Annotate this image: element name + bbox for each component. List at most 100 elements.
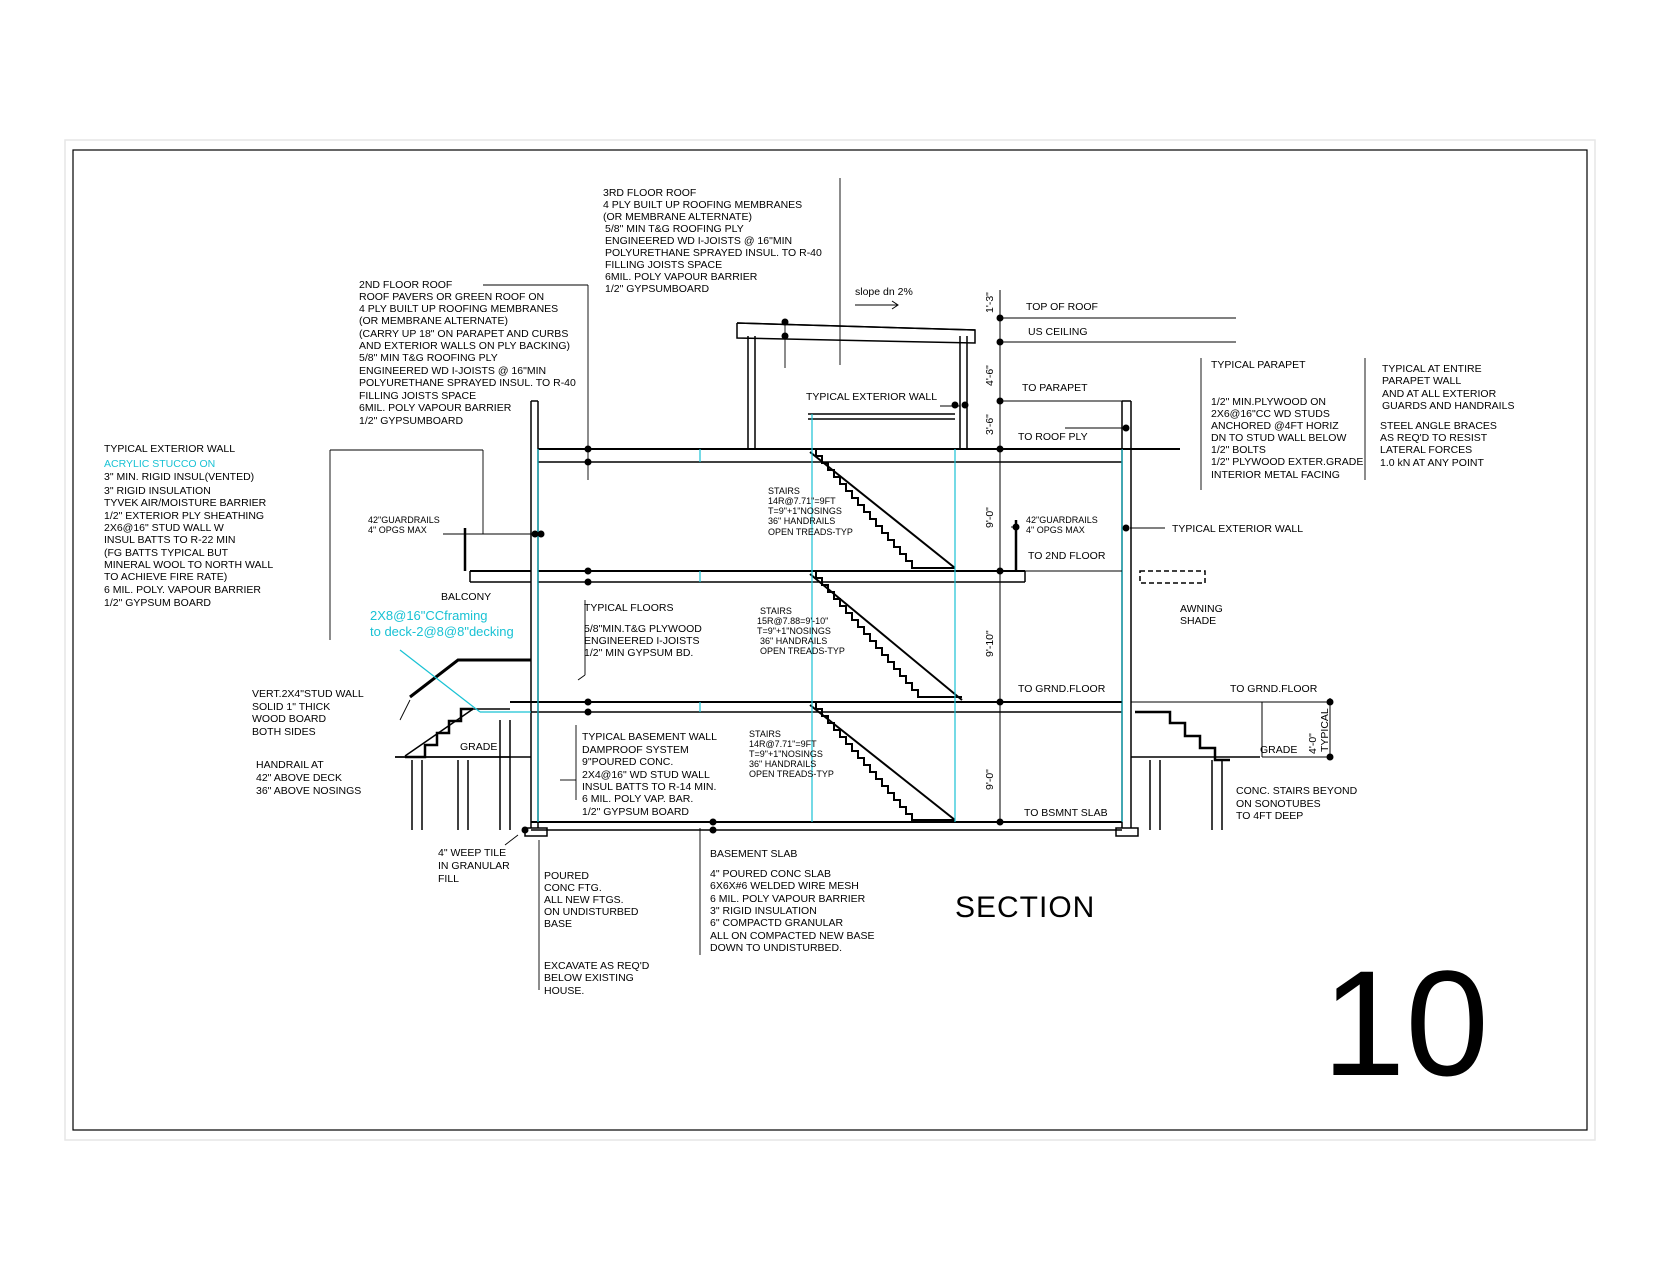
svg-text:WOOD BOARD: WOOD BOARD <box>252 713 327 725</box>
svg-text:9'-10": 9'-10" <box>984 630 996 657</box>
svg-text:1/2" GYPSUMBOARD: 1/2" GYPSUMBOARD <box>605 283 710 295</box>
svg-text:STAIRS: STAIRS <box>768 486 800 496</box>
svg-text:4 PLY BUILT UP ROOFING MEMBRAN: 4 PLY BUILT UP ROOFING MEMBRANES <box>359 303 558 315</box>
svg-text:SOLID 1" THICK: SOLID 1" THICK <box>252 701 330 713</box>
svg-text:GUARDS AND HANDRAILS: GUARDS AND HANDRAILS <box>1382 400 1514 412</box>
svg-text:STAIRS: STAIRS <box>760 606 792 616</box>
stair-flight-low <box>810 701 955 821</box>
svg-text:3" MIN. RIGID INSUL(VENTED): 3" MIN. RIGID INSUL(VENTED) <box>104 471 254 483</box>
note-conc-stairs: CONC. STAIRS BEYOND ON SONOTUBES TO 4FT … <box>1236 785 1358 822</box>
svg-text:AWNING: AWNING <box>1180 603 1223 615</box>
svg-text:OPEN TREADS-TYP: OPEN TREADS-TYP <box>749 769 834 779</box>
svg-text:3" RIGID INSULATION: 3" RIGID INSULATION <box>104 485 211 497</box>
svg-text:T=9"+1"NOSINGS: T=9"+1"NOSINGS <box>749 749 823 759</box>
svg-text:T=9"+1"NOSINGS: T=9"+1"NOSINGS <box>768 506 842 516</box>
level-to-2nd-floor: TO 2ND FLOOR <box>1028 550 1106 562</box>
note-basement-wall: TYPICAL BASEMENT WALL DAMPROOF SYSTEM 9"… <box>582 731 717 818</box>
note-handrail: HANDRAIL AT 42" ABOVE DECK 36" ABOVE NOS… <box>256 759 361 797</box>
svg-text:42"GUARDRAILS: 42"GUARDRAILS <box>368 515 440 525</box>
svg-text:9"POURED CONC.: 9"POURED CONC. <box>582 756 673 768</box>
note-weep-tile: 4" WEEP TILE IN GRANULAR FILL <box>438 847 510 885</box>
svg-text:HANDRAIL AT: HANDRAIL AT <box>256 759 324 771</box>
svg-text:DN TO STUD WALL BELOW: DN TO STUD WALL BELOW <box>1211 432 1346 444</box>
label-slope: slope dn 2% <box>855 286 913 298</box>
svg-text:POLYURETHANE SPRAYED INSUL. TO: POLYURETHANE SPRAYED INSUL. TO R-40 <box>605 247 822 259</box>
svg-text:4" WEEP TILE: 4" WEEP TILE <box>438 847 506 859</box>
svg-text:VERT.2X4"STUD WALL: VERT.2X4"STUD WALL <box>252 688 364 700</box>
stairs-flights <box>809 448 963 821</box>
note-2nd-floor-roof: 2ND FLOOR ROOF ROOF PAVERS OR GREEN ROOF… <box>359 279 576 427</box>
label-typical-exterior-wall-upper: TYPICAL EXTERIOR WALL <box>806 391 937 403</box>
svg-text:TYPICAL: TYPICAL <box>1319 708 1331 752</box>
svg-text:POURED: POURED <box>544 870 589 882</box>
note-3rd-floor-roof: 3RD FLOOR ROOF 4 PLY BUILT UP ROOFING ME… <box>603 187 822 295</box>
svg-text:1/2" EXTERIOR PLY SHEATHING: 1/2" EXTERIOR PLY SHEATHING <box>104 510 264 522</box>
svg-text:1'-3": 1'-3" <box>984 292 996 313</box>
svg-text:(FG BATTS TYPICAL BUT: (FG BATTS TYPICAL BUT <box>104 547 229 559</box>
svg-text:TYPICAL BASEMENT WALL: TYPICAL BASEMENT WALL <box>582 731 717 743</box>
label-grade-left: GRADE <box>460 741 497 753</box>
svg-text:AND EXTERIOR WALLS ON PLY BACK: AND EXTERIOR WALLS ON PLY BACKING) <box>359 340 570 352</box>
svg-text:DAMPROOF SYSTEM: DAMPROOF SYSTEM <box>582 744 689 756</box>
svg-text:36" ABOVE NOSINGS: 36" ABOVE NOSINGS <box>256 785 361 797</box>
level-to-parapet: TO PARAPET <box>1022 382 1088 394</box>
svg-text:2X4@16" WD STUD WALL: 2X4@16" WD STUD WALL <box>582 769 710 781</box>
svg-text:AND AT ALL EXTERIOR: AND AT ALL EXTERIOR <box>1382 388 1497 400</box>
svg-text:4'-0": 4'-0" <box>1307 733 1319 754</box>
svg-text:3RD FLOOR ROOF: 3RD FLOOR ROOF <box>603 187 696 199</box>
svg-text:2ND FLOOR ROOF: 2ND FLOOR ROOF <box>359 279 452 291</box>
note-typical-floors: TYPICAL FLOORS 5/8"MIN.T&G PLYWOOD ENGIN… <box>584 602 702 659</box>
svg-text:ALL ON COMPACTED NEW BASE: ALL ON COMPACTED NEW BASE <box>710 930 875 942</box>
svg-text:4" OPGS MAX: 4" OPGS MAX <box>368 525 427 535</box>
svg-text:(CARRY UP 18" ON PARAPET AND C: (CARRY UP 18" ON PARAPET AND CURBS <box>359 328 568 340</box>
level-to-grnd-floor: TO GRND.FLOOR <box>1018 683 1106 695</box>
svg-text:INSUL BATTS TO R-22 MIN: INSUL BATTS TO R-22 MIN <box>104 534 235 546</box>
svg-text:1/2" MIN GYPSUM BD.: 1/2" MIN GYPSUM BD. <box>584 647 693 659</box>
note-guardrails-left: 42"GUARDRAILS 4" OPGS MAX <box>368 515 440 535</box>
svg-text:INTERIOR METAL FACING: INTERIOR METAL FACING <box>1211 469 1340 481</box>
svg-text:6MIL. POLY VAPOUR BARRIER: 6MIL. POLY VAPOUR BARRIER <box>359 402 512 414</box>
svg-text:ROOF PAVERS OR GREEN ROOF ON: ROOF PAVERS OR GREEN ROOF ON <box>359 291 544 303</box>
cyan-lines <box>399 414 1123 822</box>
svg-text:3" RIGID INSULATION: 3" RIGID INSULATION <box>710 905 817 917</box>
svg-text:6" COMPACTD GRANULAR: 6" COMPACTD GRANULAR <box>710 917 843 929</box>
note-deck-framing: 2X8@16"CCframing to deck-2@8@8"decking <box>370 608 514 639</box>
svg-text:MINERAL WOOL TO NORTH WALL: MINERAL WOOL TO NORTH WALL <box>104 559 273 571</box>
svg-text:4" OPGS MAX: 4" OPGS MAX <box>1026 525 1085 535</box>
drawing-border <box>72 149 1588 1131</box>
svg-text:CONC. STAIRS BEYOND: CONC. STAIRS BEYOND <box>1236 785 1358 797</box>
svg-text:2X8@16"CCframing: 2X8@16"CCframing <box>370 608 488 623</box>
note-stud-wall: VERT.2X4"STUD WALL SOLID 1" THICK WOOD B… <box>252 688 364 738</box>
svg-text:BELOW EXISTING: BELOW EXISTING <box>544 972 634 984</box>
svg-text:PARAPET WALL: PARAPET WALL <box>1382 375 1461 387</box>
svg-text:14R@7.71"=9FT: 14R@7.71"=9FT <box>768 496 836 506</box>
svg-text:42"GUARDRAILS: 42"GUARDRAILS <box>1026 515 1098 525</box>
svg-text:36" HANDRAILS: 36" HANDRAILS <box>768 516 835 526</box>
svg-text:ALL NEW FTGS.: ALL NEW FTGS. <box>544 894 624 906</box>
svg-text:CONC FTG.: CONC FTG. <box>544 882 602 894</box>
svg-text:BOTH SIDES: BOTH SIDES <box>252 726 316 738</box>
svg-text:ENGINEERED WD I-JOISTS @ 16": ENGINEERED WD I-JOISTS @ 16"MIN <box>605 235 792 247</box>
svg-text:ACRYLIC STUCCO ON: ACRYLIC STUCCO ON <box>104 458 215 470</box>
svg-text:T=9"+1"NOSINGS: T=9"+1"NOSINGS <box>757 626 831 636</box>
svg-text:FILL: FILL <box>438 873 459 885</box>
sheet-title: SECTION <box>955 891 1095 924</box>
svg-text:LATERAL FORCES: LATERAL FORCES <box>1380 444 1472 456</box>
svg-text:36" HANDRAILS: 36" HANDRAILS <box>760 636 827 646</box>
svg-text:6X6X#6 WELDED WIRE MESH: 6X6X#6 WELDED WIRE MESH <box>710 880 859 892</box>
note-guardrails-right: 42"GUARDRAILS 4" OPGS MAX <box>1026 515 1098 535</box>
stair-flight-mid <box>810 570 962 698</box>
svg-text:1/2" MIN.PLYWOOD ON: 1/2" MIN.PLYWOOD ON <box>1211 396 1326 408</box>
svg-text:(OR MEMBRANE ALTERNATE): (OR MEMBRANE ALTERNATE) <box>603 211 752 223</box>
level-top-of-roof: TOP OF ROOF <box>1026 301 1098 313</box>
note-typical-exterior-wall: TYPICAL EXTERIOR WALL ACRYLIC STUCCO ON … <box>104 443 273 609</box>
svg-text:TYPICAL EXTERIOR WALL: TYPICAL EXTERIOR WALL <box>104 443 235 455</box>
svg-text:ENGINEERED WD I-JOISTS @ 16": ENGINEERED WD I-JOISTS @ 16"MIN <box>359 365 546 377</box>
svg-text:ON SONOTUBES: ON SONOTUBES <box>1236 798 1321 810</box>
note-stairs-top: STAIRS 14R@7.71"=9FT T=9"+1"NOSINGS 36" … <box>768 486 853 537</box>
svg-text:BASE: BASE <box>544 918 572 930</box>
svg-text:ENGINEERED I-JOISTS: ENGINEERED I-JOISTS <box>584 635 700 647</box>
svg-text:4" POURED CONC SLAB: 4" POURED CONC SLAB <box>710 868 831 880</box>
level-labels: TOP OF ROOF US CEILING TO PARAPET TO ROO… <box>1018 301 1318 819</box>
svg-text:IN GRANULAR: IN GRANULAR <box>438 860 510 872</box>
